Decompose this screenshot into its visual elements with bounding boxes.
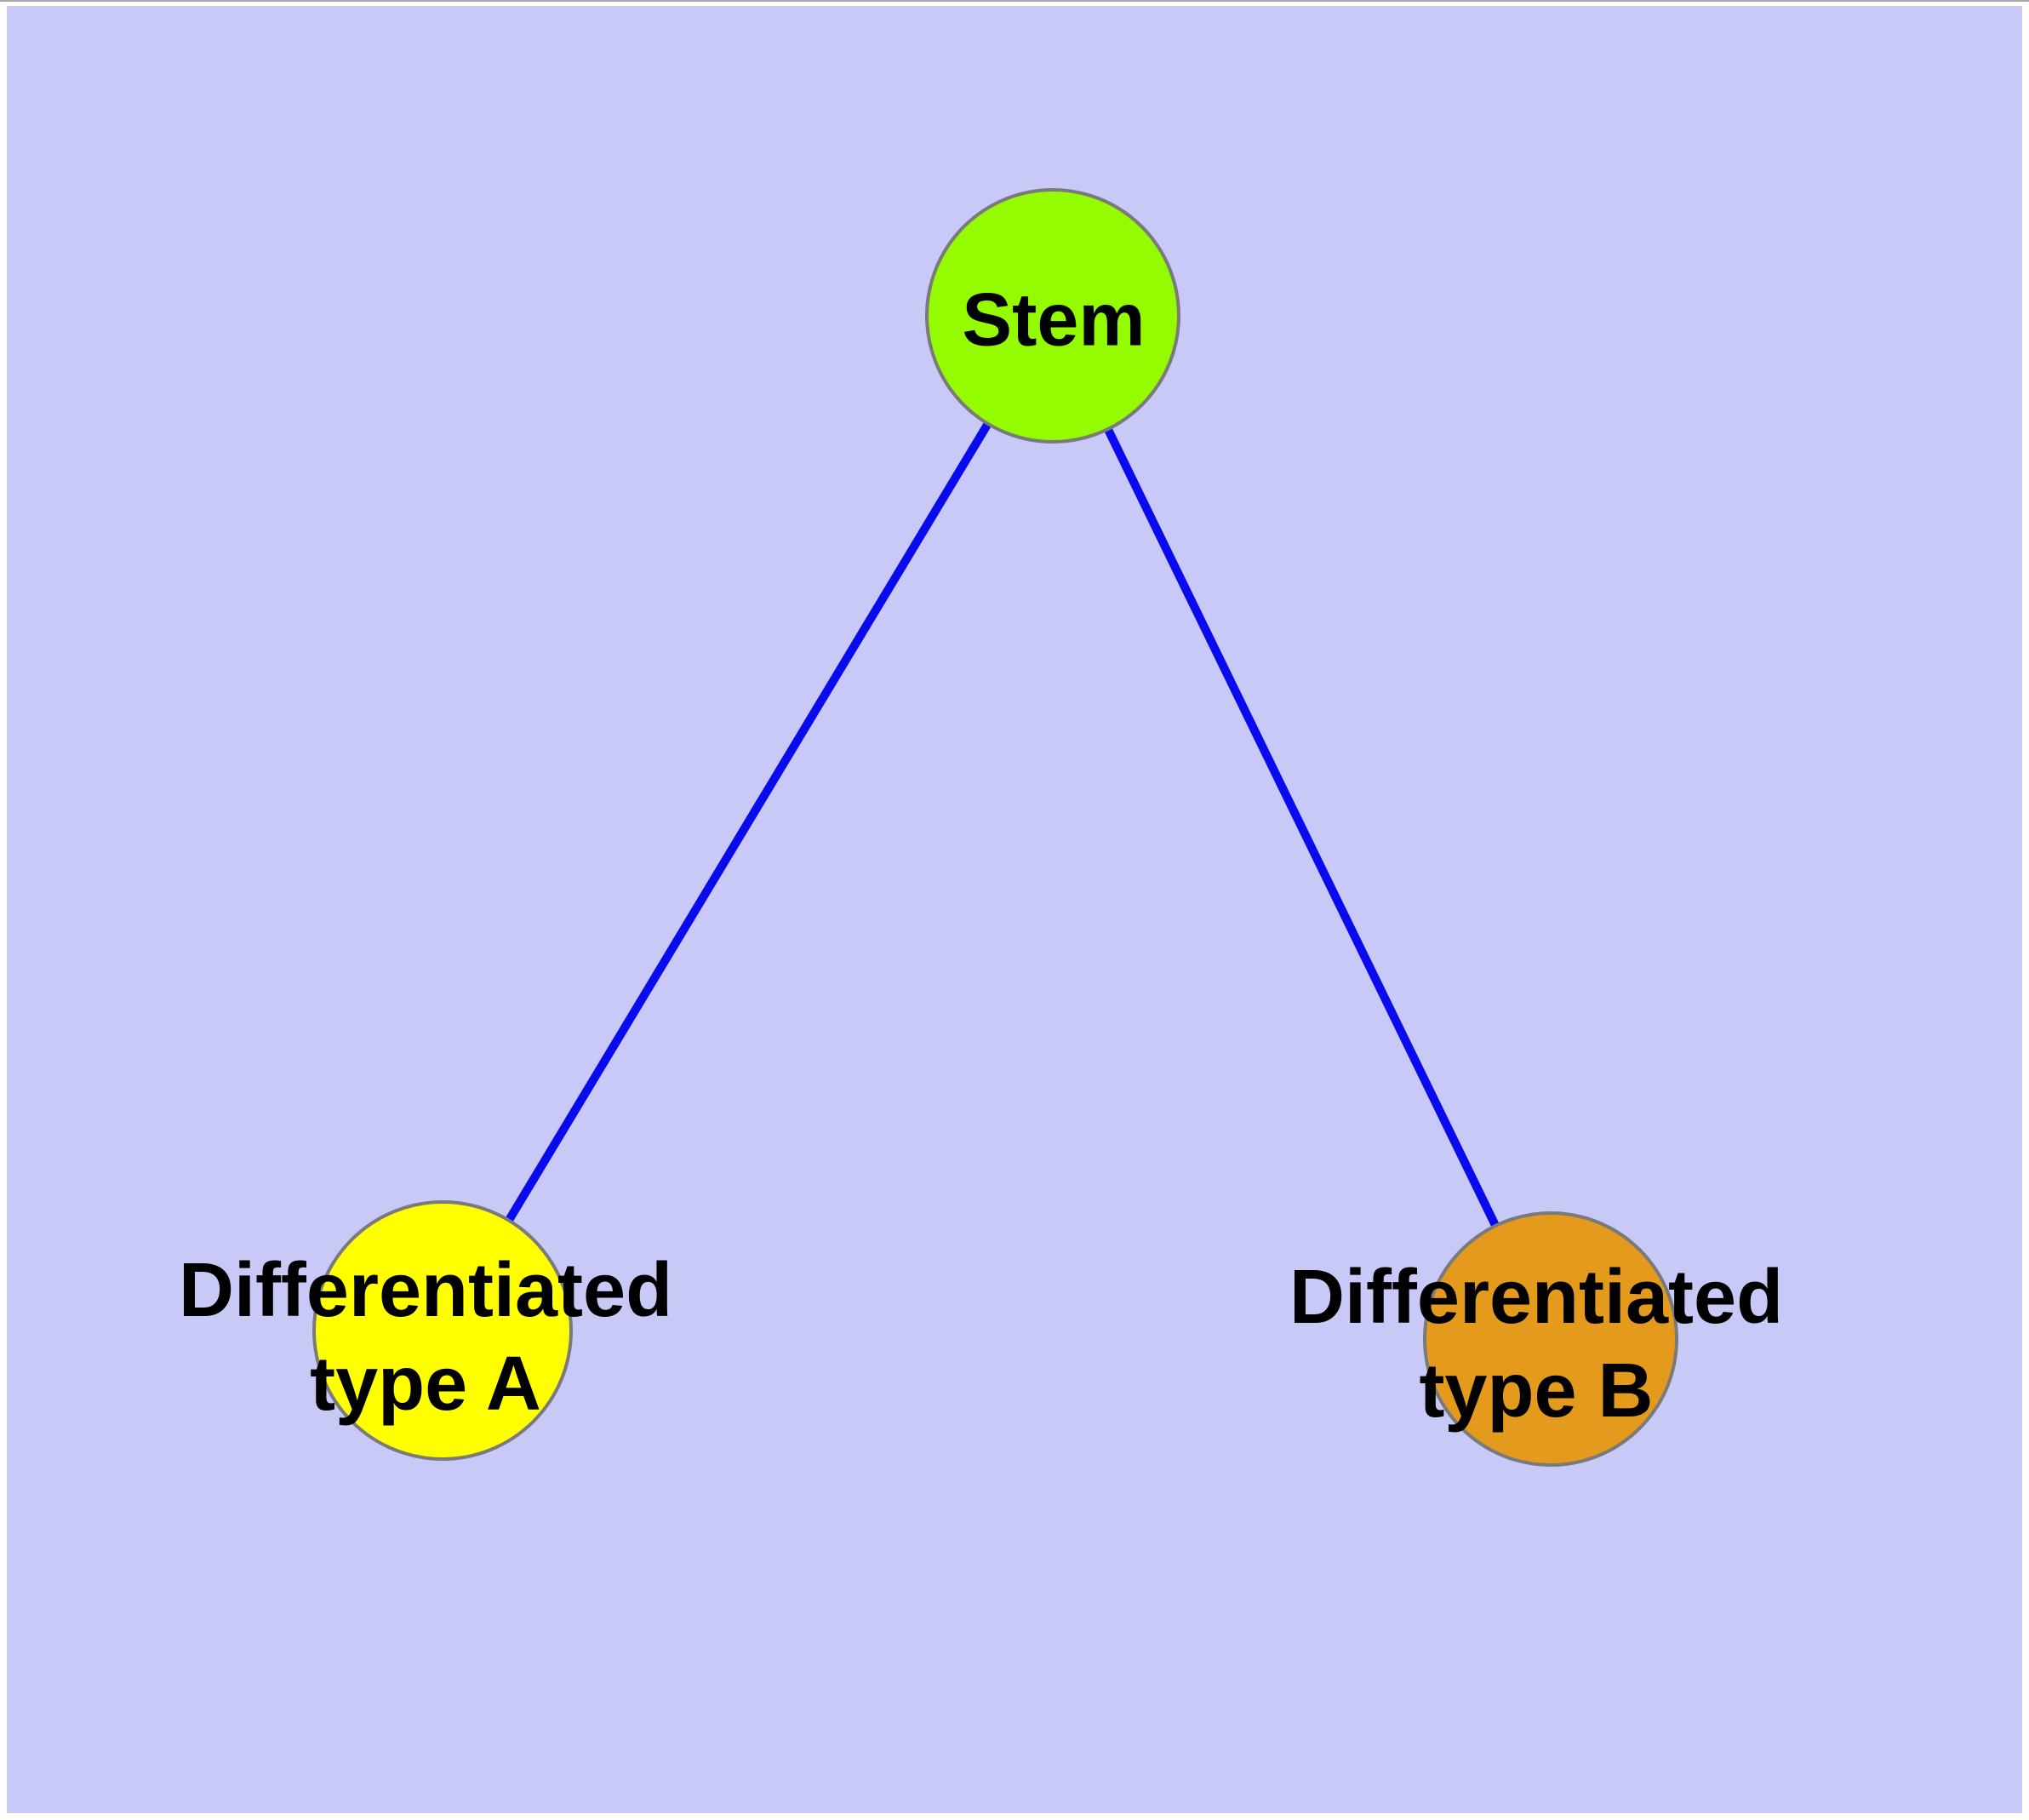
node-differentiated-type-b [1423,1211,1678,1467]
window-top-border [0,0,2029,2]
node-differentiated-type-a [312,1200,573,1461]
edge-stem-to-type-b [1049,313,1555,1342]
edge-stem-to-type-a [438,313,1057,1333]
node-stem [925,188,1180,444]
